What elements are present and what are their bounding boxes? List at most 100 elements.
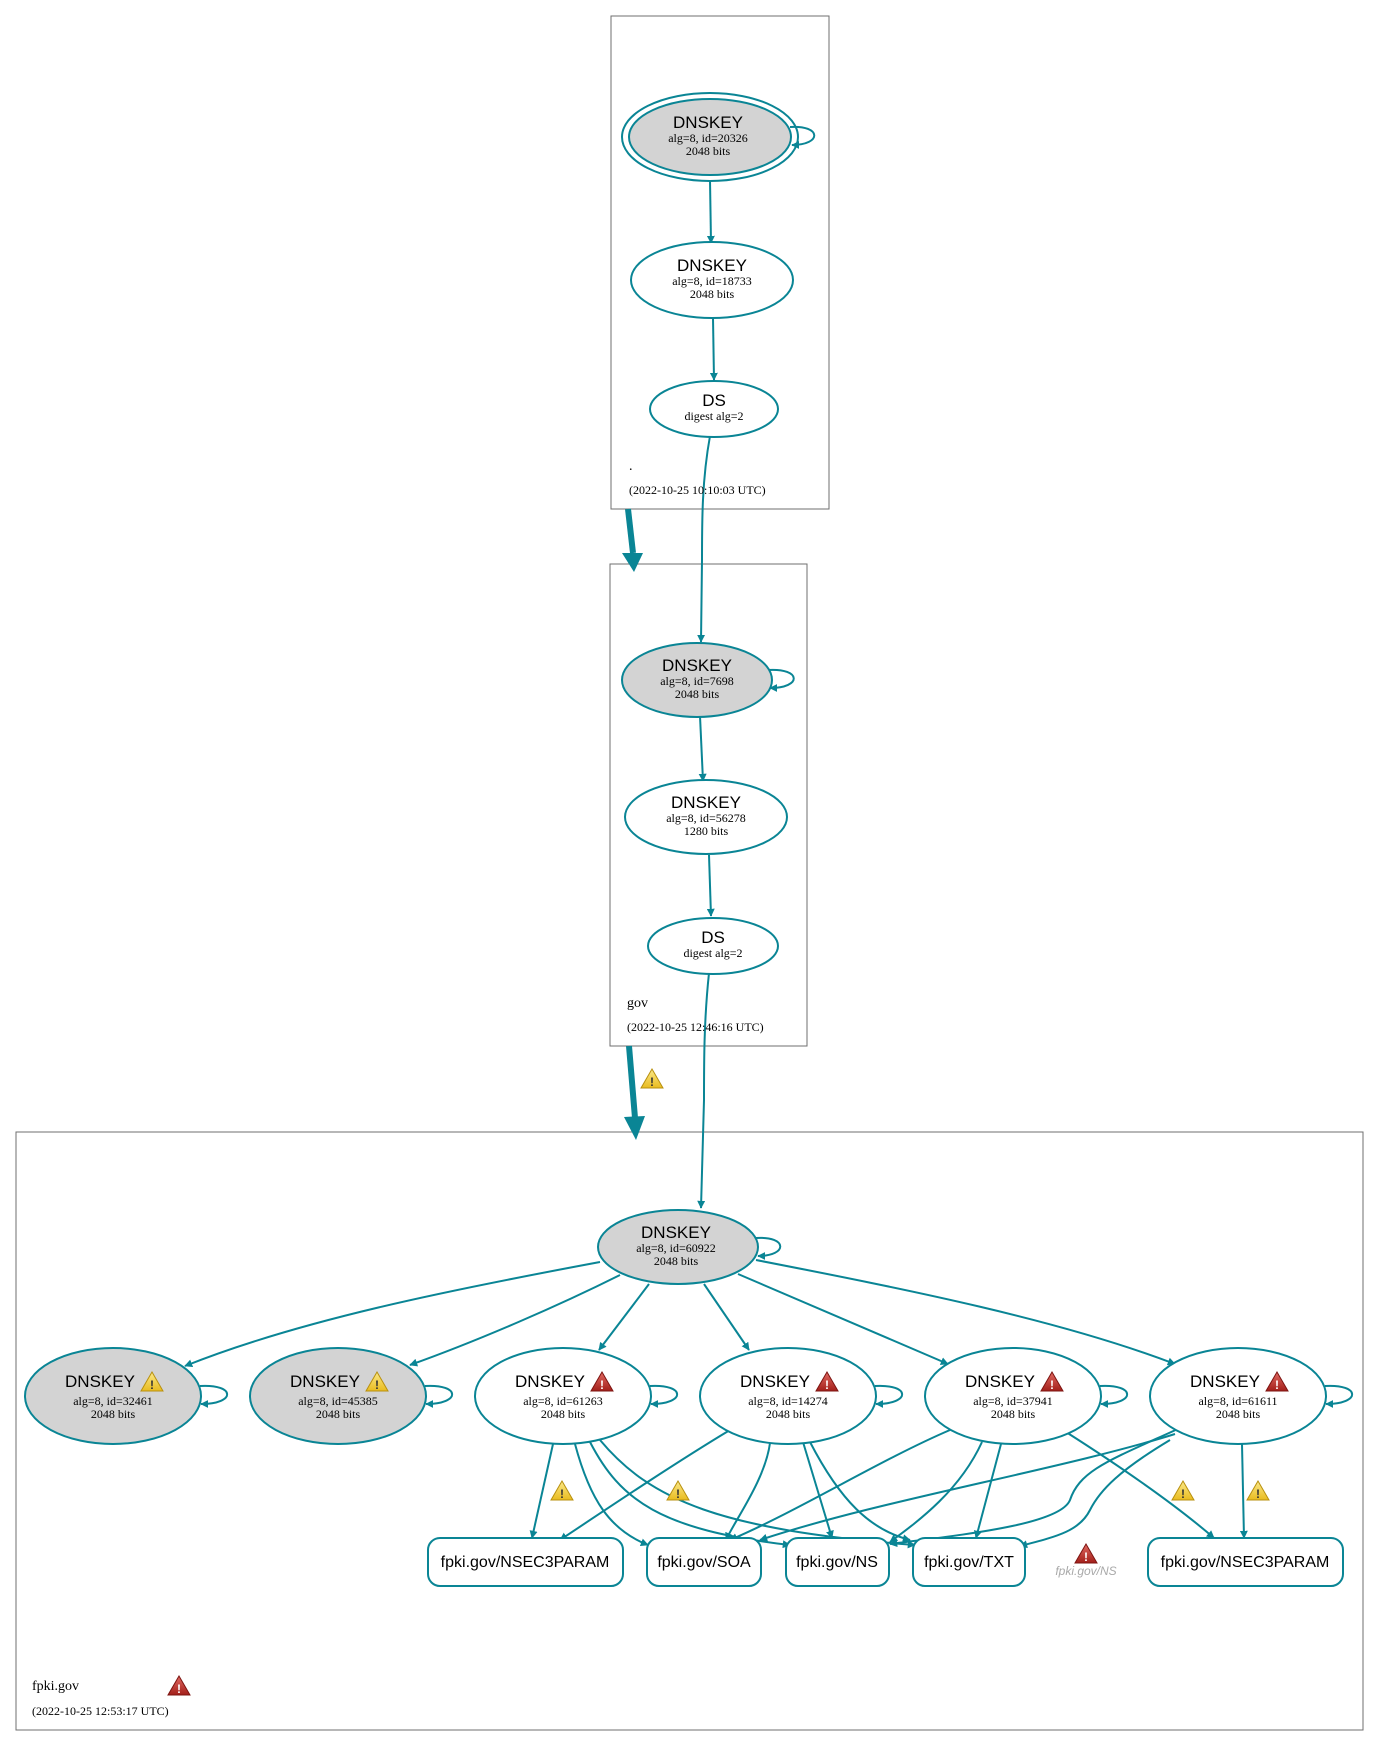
node-root-ds-title: DS	[702, 391, 726, 410]
edge-14274-soa	[725, 1442, 771, 1541]
node-dnskey-32461: DNSKEY ! alg=8, id=32461 2048 bits	[24, 1347, 202, 1445]
node-45385-title: DNSKEY	[290, 1372, 360, 1391]
node-gov-zsk: DNSKEY alg=8, id=56278 1280 bits	[624, 779, 788, 855]
node-32461-size: 2048 bits	[91, 1407, 136, 1421]
edge-14274-self	[874, 1384, 904, 1408]
error-icon: !	[590, 1371, 614, 1392]
node-root-ksk-keyinfo: alg=8, id=20326	[668, 131, 748, 145]
node-61263-size: 2048 bits	[541, 1407, 586, 1421]
record-nsec3param-a-label: fpki.gov/NSEC3PARAM	[441, 1554, 610, 1571]
node-61611-keyinfo: alg=8, id=61611	[1198, 1394, 1277, 1408]
zone-root-box	[610, 15, 830, 510]
delegation-arrow-root-gov	[625, 508, 636, 554]
edge-root-ksk-self	[789, 125, 816, 149]
svg-text:!: !	[560, 1487, 564, 1501]
zone-gov-name: gov	[627, 996, 648, 1011]
edge-gov-ds-fpki-ksk	[697, 972, 710, 1209]
delegation-arrow-gov-fpki	[626, 1045, 638, 1119]
node-dnskey-61263: DNSKEY ! alg=8, id=61263 2048 bits	[474, 1347, 652, 1445]
edge-root-ds-gov-ksk	[697, 435, 711, 643]
node-gov-ds-title: DS	[701, 928, 725, 947]
svg-text:!: !	[1275, 1378, 1279, 1392]
error-icon: !	[167, 1675, 191, 1696]
edge-14274-nsec3param-a	[559, 1429, 731, 1541]
delegation-arrow-root-gov-head	[622, 553, 643, 572]
record-ns-label: fpki.gov/NS	[796, 1554, 878, 1571]
warning-icon: !	[550, 1480, 574, 1501]
warning-icon: !	[140, 1371, 164, 1392]
edge-61263-txt	[599, 1439, 916, 1549]
error-icon: !	[1265, 1371, 1289, 1392]
node-root-ksk: DNSKEY alg=8, id=20326 2048 bits	[621, 92, 799, 182]
node-gov-ksk-title: DNSKEY	[662, 656, 732, 675]
edge-ksk-37941	[737, 1273, 949, 1365]
edge-37941-self	[1099, 1384, 1129, 1408]
edge-37941-nsec3param-b	[1065, 1431, 1215, 1539]
svg-text:!: !	[676, 1487, 680, 1501]
svg-text:!: !	[600, 1378, 604, 1392]
node-37941-title: DNSKEY	[965, 1372, 1035, 1391]
edge-root-ksk-zsk	[706, 179, 715, 244]
node-gov-ksk-keyinfo: alg=8, id=7698	[660, 674, 734, 688]
warning-icon: !	[1246, 1480, 1270, 1501]
node-dnskey-14274: DNSKEY ! alg=8, id=14274 2048 bits	[699, 1347, 877, 1445]
node-14274-keyinfo: alg=8, id=14274	[748, 1394, 828, 1408]
node-37941-size: 2048 bits	[991, 1407, 1036, 1421]
node-dnskey-45385: DNSKEY ! alg=8, id=45385 2048 bits	[249, 1347, 427, 1445]
edge-61611-soa	[759, 1433, 1176, 1542]
edge-37941-txt	[973, 1443, 1002, 1539]
edge-37941-soa	[729, 1429, 951, 1541]
edge-61263-self	[649, 1384, 679, 1408]
delegation-arrow-gov-fpki-head	[624, 1116, 645, 1140]
warning-icon: !	[365, 1371, 389, 1392]
record-nsec3param-b: fpki.gov/NSEC3PARAM	[1147, 1537, 1344, 1587]
warning-icon: !	[666, 1480, 690, 1501]
error-icon: !	[815, 1371, 839, 1392]
edge-61611-nsec3param-b	[1239, 1443, 1248, 1539]
node-14274-size: 2048 bits	[766, 1407, 811, 1421]
node-fpki-ksk: DNSKEY alg=8, id=60922 2048 bits	[597, 1209, 759, 1285]
node-dnskey-61611: DNSKEY ! alg=8, id=61611 2048 bits	[1149, 1347, 1327, 1445]
node-fpki-ksk-title: DNSKEY	[641, 1223, 711, 1242]
zone-root-name: .	[629, 459, 633, 474]
record-nsec3param-b-label: fpki.gov/NSEC3PARAM	[1161, 1554, 1330, 1571]
node-gov-zsk-title: DNSKEY	[671, 793, 741, 812]
node-45385-size: 2048 bits	[316, 1407, 361, 1421]
node-root-zsk-size: 2048 bits	[690, 287, 735, 301]
svg-text:!: !	[1084, 1550, 1088, 1564]
node-root-zsk-keyinfo: alg=8, id=18733	[672, 274, 752, 288]
svg-text:!: !	[825, 1378, 829, 1392]
node-gov-zsk-keyinfo: alg=8, id=56278	[666, 811, 746, 825]
edge-fpki-ksk-self	[755, 1236, 782, 1260]
zone-fpki-timestamp: (2022-10-25 12:53:17 UTC)	[32, 1704, 169, 1718]
record-ns-ghost: ! fpki.gov/NS	[1055, 1543, 1117, 1578]
node-61611-title: DNSKEY	[1190, 1372, 1260, 1391]
edge-gov-ksk-self	[767, 668, 795, 692]
svg-text:!: !	[177, 1682, 181, 1696]
node-root-zsk-title: DNSKEY	[677, 256, 747, 275]
node-root-ds: DS digest alg=2	[649, 380, 779, 438]
record-txt: fpki.gov/TXT	[912, 1537, 1026, 1587]
node-61263-title: DNSKEY	[515, 1372, 585, 1391]
edge-ksk-61611	[755, 1259, 1176, 1366]
edge-14274-ns	[802, 1441, 834, 1539]
node-root-ksk-title: DNSKEY	[673, 113, 743, 132]
node-14274-title: DNSKEY	[740, 1372, 810, 1391]
svg-text:!: !	[375, 1378, 379, 1392]
node-fpki-ksk-keyinfo: alg=8, id=60922	[636, 1241, 716, 1255]
zone-gov-box	[609, 563, 808, 1047]
node-gov-ds-digest: digest alg=2	[683, 946, 742, 960]
zone-root-timestamp: (2022-10-25 10:10:03 UTC)	[629, 483, 766, 497]
node-32461-keyinfo: alg=8, id=32461	[73, 1394, 153, 1408]
edge-ksk-32461	[184, 1261, 601, 1368]
warning-icon: !	[640, 1068, 664, 1089]
edge-61263-soa	[574, 1443, 649, 1547]
edge-gov-ksk-zsk	[698, 715, 707, 782]
edge-ksk-14274	[703, 1283, 750, 1351]
record-txt-label: fpki.gov/TXT	[924, 1554, 1014, 1571]
node-61263-keyinfo: alg=8, id=61263	[523, 1394, 603, 1408]
edge-61611-txt	[1019, 1439, 1171, 1549]
record-ns-ghost-label: fpki.gov/NS	[1055, 1564, 1116, 1578]
node-gov-ds: DS digest alg=2	[647, 917, 779, 975]
svg-text:!: !	[1181, 1487, 1185, 1501]
